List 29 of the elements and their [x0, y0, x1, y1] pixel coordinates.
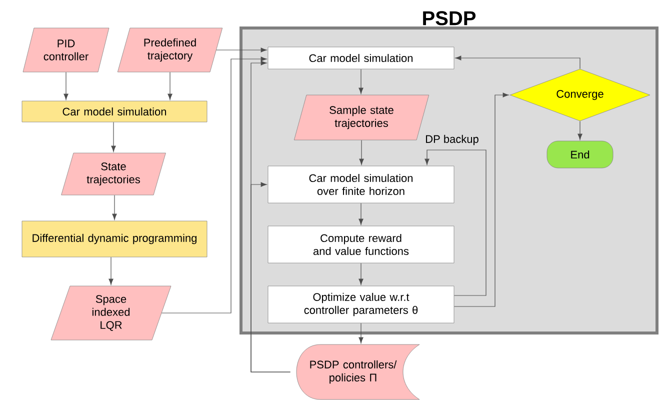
arrow — [64, 72, 68, 100]
arrow — [112, 194, 117, 220]
arrow — [108, 256, 114, 285]
arrow — [454, 92, 509, 307]
data-parallelogram: PID controller — [22, 28, 110, 72]
data-parallelogram: Predefined trajectory — [117, 28, 223, 72]
arrow — [358, 262, 364, 285]
data-parallelogram: State trajectories — [61, 152, 166, 196]
arrow — [455, 56, 580, 70]
arrow — [168, 72, 172, 100]
process-box: Differential dynamic programming — [22, 220, 208, 258]
arrow — [358, 322, 364, 344]
arrow — [216, 48, 267, 52]
arrow — [161, 56, 267, 314]
arrow — [359, 140, 364, 165]
process-box: Car model simulation — [268, 46, 454, 70]
arrow — [111, 122, 116, 152]
arrow — [358, 202, 364, 225]
process-box: Optimize value w.r.t controller parameters θ — [268, 286, 454, 324]
process-box: Car model simulation — [22, 100, 208, 122]
arrow — [250, 182, 291, 372]
terminal-box: End — [546, 140, 614, 168]
process-box: Compute reward and value functions — [268, 226, 454, 264]
arrow — [578, 120, 582, 140]
group-title: PSDP — [423, 11, 476, 26]
arrow — [424, 150, 486, 296]
process-box: Car model simulation over finite horizon — [268, 166, 454, 204]
data-parallelogram: Space indexed LQR — [50, 286, 172, 340]
arrow — [358, 68, 364, 94]
